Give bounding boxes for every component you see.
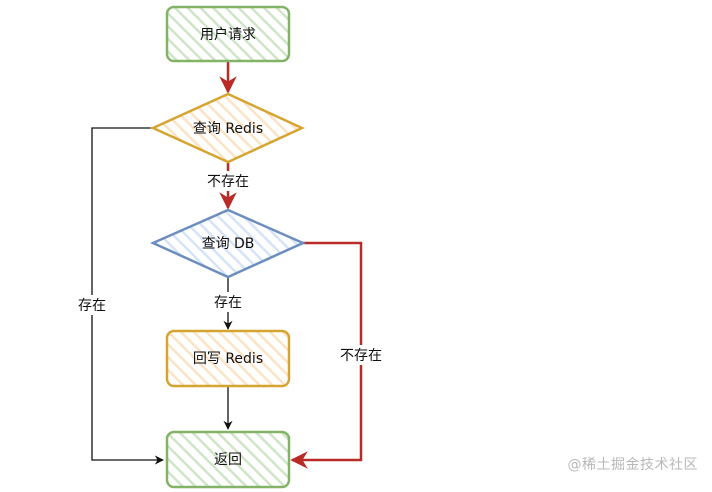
node-return-shape [165, 430, 291, 489]
node-write-back-redis: 回写 Redis [165, 329, 291, 388]
node-user-request-label: 用户请求 [200, 26, 256, 43]
watermark: @稀土掘金技术社区 [567, 457, 698, 473]
node-query-db-label: 查询 DB [202, 236, 255, 252]
node-query-redis-shape [149, 92, 305, 164]
edge-redis-hit [91, 127, 164, 465]
node-query-db: 查询 DB [149, 208, 307, 279]
edge-label-bg [70, 295, 114, 315]
node-write-back-redis-label: 回写 Redis [193, 351, 263, 367]
node-query-redis-label: 查询 Redis [193, 121, 263, 137]
node-user-request-shape [165, 5, 291, 63]
node-query-redis: 查询 Redis [149, 92, 305, 164]
edge-label-bg [333, 345, 389, 365]
edge-label-bg [200, 171, 256, 191]
edge-label-bg [206, 292, 250, 312]
edge-label-redis-hit: 存在 [78, 298, 106, 314]
edge-label-redis-miss: 不存在 [207, 174, 249, 190]
edge-label-db-hit: 存在 [214, 295, 242, 311]
edge-label-db-miss: 不存在 [340, 348, 382, 364]
node-user-request: 用户请求 [165, 5, 291, 63]
node-return-label: 返回 [214, 452, 242, 468]
node-return: 返回 [165, 430, 291, 489]
node-write-back-redis-shape [165, 329, 291, 388]
node-query-db-shape [149, 208, 307, 279]
